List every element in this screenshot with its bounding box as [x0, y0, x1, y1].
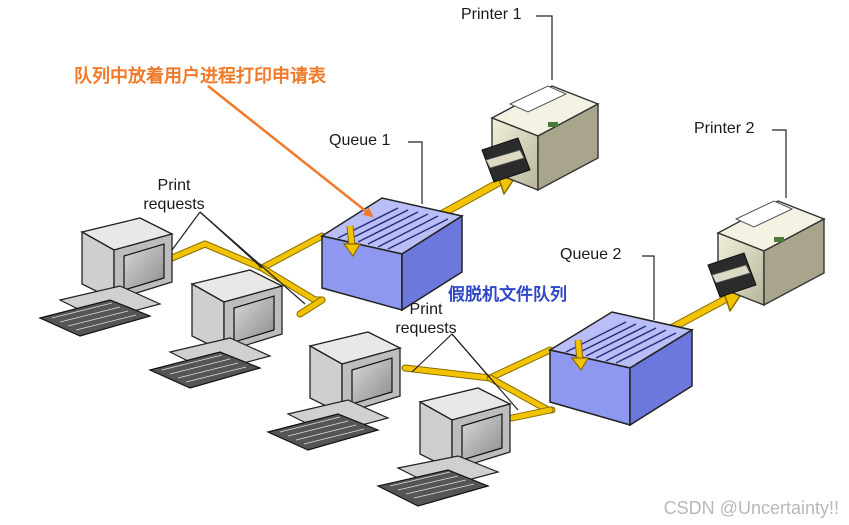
printer-1-icon [481, 85, 600, 192]
queue-2-box [548, 311, 694, 427]
leader-lines [171, 15, 787, 411]
print-requests-1-line2: requests [143, 196, 205, 213]
printer-1-label: Printer 1 [461, 6, 522, 23]
queue-2-label: Queue 2 [560, 246, 622, 263]
print-requests-1-line1: Print [157, 177, 191, 194]
annotation-arrow [207, 85, 374, 218]
spool-queue-annotation: 假脱机文件队列 [448, 285, 567, 305]
computer-4-icon [376, 387, 512, 507]
printer-2-label: Printer 2 [694, 120, 755, 137]
cable-group-1 [168, 232, 326, 318]
computer-3-icon [266, 331, 402, 451]
print-requests-2-line1: Print [409, 301, 443, 318]
queue-annotation: 队列中放着用户进程打印申请表 [74, 66, 326, 87]
printer-2-icon [707, 200, 826, 307]
print-requests-label-1: Print requests [120, 176, 228, 214]
watermark: CSDN @Uncertainty!! [663, 498, 839, 518]
queue-1-box [320, 197, 464, 312]
queue-1-label: Queue 1 [329, 132, 391, 149]
computer-1-icon [38, 217, 174, 337]
print-requests-2-line2: requests [395, 320, 457, 337]
computer-2-icon [148, 269, 284, 389]
cables [168, 169, 743, 422]
print-requests-label-2: Print requests [372, 300, 480, 338]
